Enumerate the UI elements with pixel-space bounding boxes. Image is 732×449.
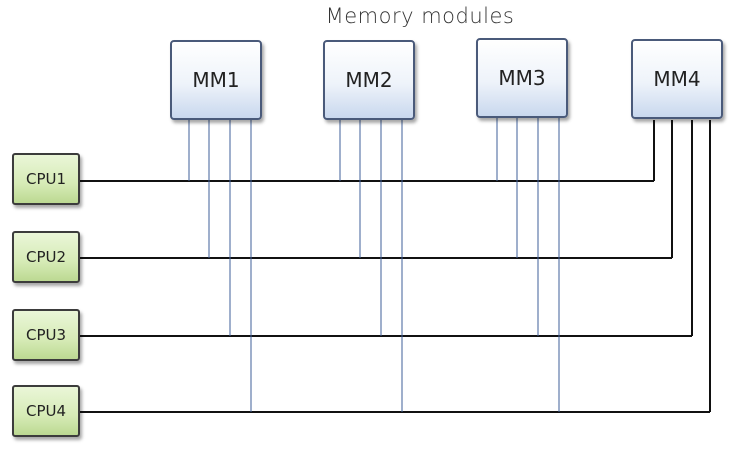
cpu-box-cpu4: CPU4: [12, 385, 80, 437]
memory-module-mm3: MM3: [476, 38, 568, 118]
memory-module-mm2: MM2: [323, 40, 415, 120]
cpu-box-cpu3: CPU3: [12, 309, 80, 361]
cpu-box-cpu1: CPU1: [12, 153, 80, 205]
diagram-title: Memory modules: [325, 4, 515, 28]
memory-module-mm4: MM4: [631, 39, 723, 119]
memory-module-mm1: MM1: [170, 40, 262, 120]
cpu-box-cpu2: CPU2: [12, 231, 80, 283]
